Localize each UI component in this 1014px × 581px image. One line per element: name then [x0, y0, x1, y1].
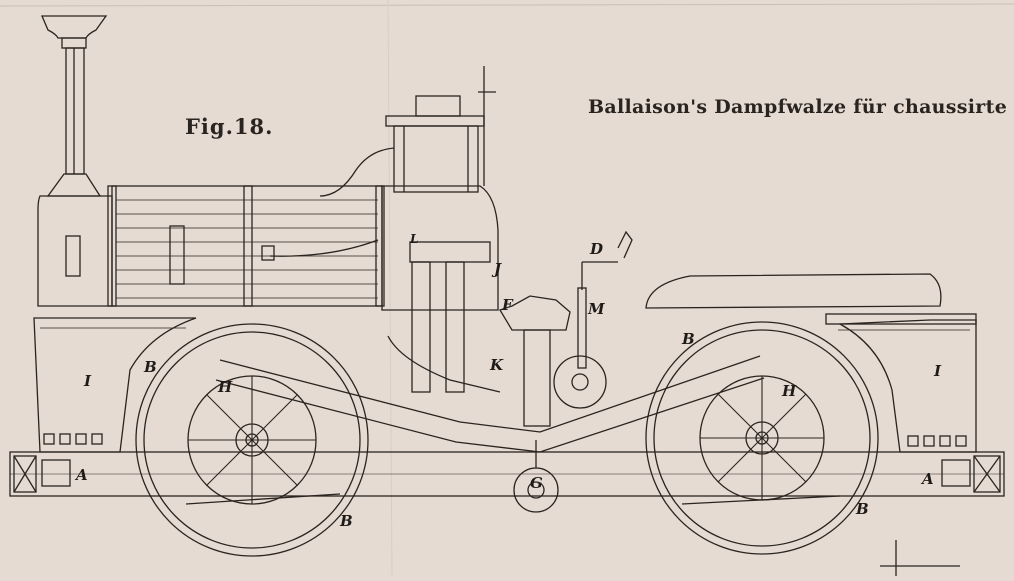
label-B-rear-bottom: B: [340, 512, 353, 530]
label-I-right: I: [934, 362, 942, 380]
boiler: [37, 185, 499, 311]
label-J: J: [494, 260, 502, 278]
label-I-left: I: [84, 372, 92, 390]
label-B-rear-top: B: [144, 358, 157, 376]
label-H-right: H: [782, 382, 797, 400]
label-L: L: [410, 232, 419, 246]
frame: [9, 317, 1005, 497]
front-roller: [645, 321, 879, 555]
label-A-left: A: [76, 466, 88, 484]
label-H-left: H: [218, 378, 233, 396]
drive-chain: [185, 355, 841, 505]
label-A-right: A: [922, 470, 934, 488]
engine-gearing: [387, 230, 633, 513]
figure-label: Fig.18.: [185, 114, 274, 139]
steam-dome: [319, 66, 496, 197]
label-F: F: [502, 296, 513, 314]
chimney: [41, 15, 108, 197]
cab-platform: [645, 273, 977, 325]
label-G: G: [530, 474, 543, 492]
label-K: K: [490, 356, 504, 374]
label-B-front-top: B: [682, 330, 695, 348]
label-B-front-bottom: B: [856, 500, 869, 518]
label-M: M: [588, 300, 605, 318]
rear-roller: [135, 323, 369, 557]
plate-title: Ballaison's Dampfwalze für chaussirte: [588, 96, 1008, 118]
label-D: D: [590, 240, 604, 258]
